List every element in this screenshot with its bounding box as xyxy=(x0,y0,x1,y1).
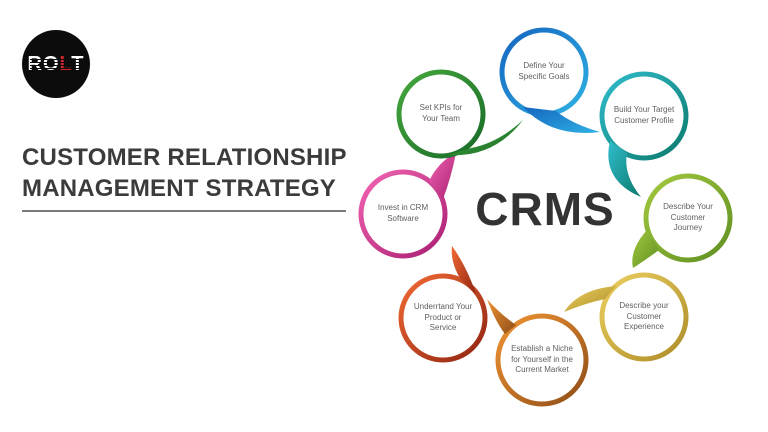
bubble-label-define-goals: Define Your Specific Goals xyxy=(518,61,570,81)
bubble-tail-understand-product xyxy=(451,246,476,294)
bubble-ring-establish-niche xyxy=(495,313,589,407)
bubble-label-understand-product: Underrtand Your Product or Service xyxy=(413,301,473,333)
bubble-label-establish-niche: Establish a Niche for Yourself in the Cu… xyxy=(511,343,573,375)
bubble-tail-define-goals xyxy=(523,107,600,133)
bubble-tail-set-kpis xyxy=(448,120,523,156)
title-underline xyxy=(22,210,346,212)
bubble-ring-set-kpis xyxy=(396,69,486,159)
bubble-tail-customer-journey xyxy=(632,230,659,268)
bubble-label-invest-crm: Invest in CRM Software xyxy=(377,203,429,223)
bubble-ring-customer-journey xyxy=(643,173,733,263)
bubble-label-customer-journey: Describe Your Customer Journey xyxy=(663,201,713,233)
bubble-tail-invest-crm xyxy=(429,153,456,199)
bubble-tail-establish-niche xyxy=(487,299,516,334)
bubble-label-set-kpis: Set KPIs for Your Team xyxy=(419,103,463,123)
bubble-label-customer-experience: Describe your Customer Experience xyxy=(619,300,669,332)
center-label-crms: CRMS xyxy=(475,183,615,235)
bubble-label-build-profile: Build Your Target Customer Profile xyxy=(613,105,675,125)
rolt-logo: ROLT xyxy=(22,30,90,98)
bubble-ring-understand-product xyxy=(398,273,488,363)
bubble-ring-customer-experience xyxy=(599,272,689,362)
page-title: CUSTOMER RELATIONSHIP MANAGEMENT STRATEG… xyxy=(22,144,347,203)
bubble-tail-customer-experience xyxy=(564,286,616,312)
bubble-tail-build-profile xyxy=(608,141,641,197)
bubble-ring-build-profile xyxy=(599,71,689,161)
bubble-ring-invest-crm xyxy=(358,169,448,259)
